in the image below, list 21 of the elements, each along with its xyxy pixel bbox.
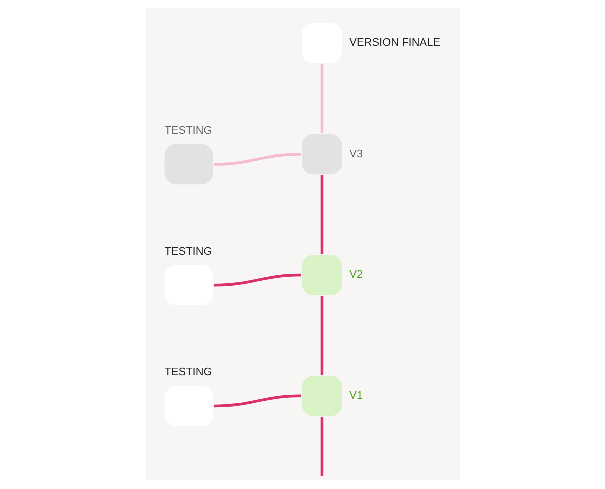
connector: [320, 417, 324, 476]
node-box: [164, 144, 213, 185]
node-label: TESTING: [164, 124, 212, 137]
node-box: [164, 386, 213, 426]
connector: [214, 274, 301, 287]
node-label: VERSION FINALE: [349, 37, 440, 50]
node-label: TESTING: [164, 366, 212, 379]
connector: [214, 394, 301, 408]
node-box: [164, 265, 213, 306]
node-label: TESTING: [164, 246, 212, 258]
node-label: V1: [349, 390, 363, 402]
node-box: [302, 376, 342, 416]
node-box: [302, 23, 342, 64]
connector: [320, 64, 324, 134]
connector: [320, 296, 324, 376]
node-label: V2: [349, 269, 363, 282]
connector: [214, 153, 301, 166]
node-box: [302, 255, 342, 296]
node-label: V3: [349, 148, 363, 160]
connector: [320, 176, 324, 254]
node-box: [302, 134, 342, 175]
